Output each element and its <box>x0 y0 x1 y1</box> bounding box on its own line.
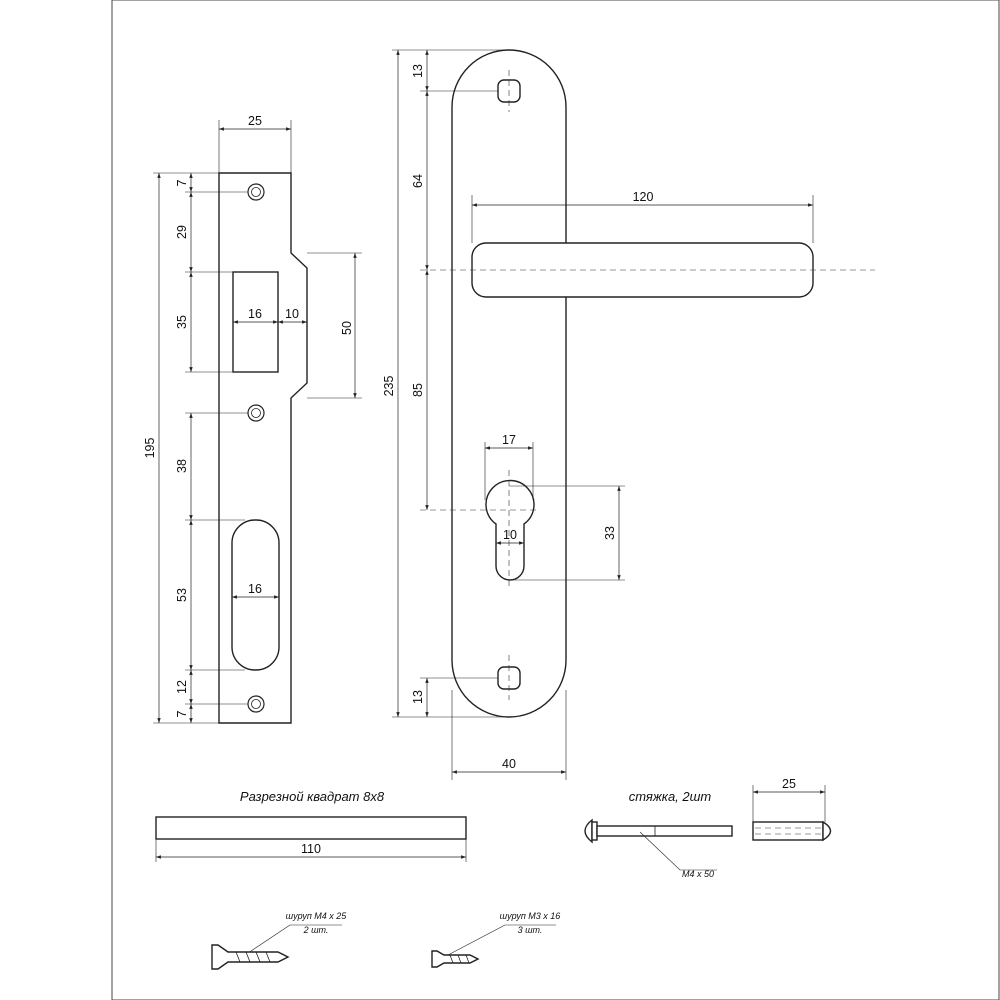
dim-strike-slot-height: 53 <box>175 588 189 602</box>
strike-plate-dimensions: 25 7 29 35 38 53 12 7 195 16 10 <box>143 114 362 724</box>
dim-esc-bottom-hole: 13 <box>411 690 425 704</box>
tie-bolt-sleeve-head <box>822 820 832 842</box>
tie-bolt: стяжка, 2шт M4 x 50 25 <box>584 777 832 879</box>
tie-bolt-thread-label: M4 x 50 <box>682 869 714 879</box>
dim-strike-width: 25 <box>248 114 262 128</box>
dim-esc-cylinder-height: 33 <box>603 526 617 540</box>
dim-strike-window-height: 35 <box>175 315 189 329</box>
dim-strike-window-to-edge: 10 <box>285 307 299 321</box>
strike-top-hole <box>247 183 265 201</box>
dim-esc-cylinder-pin: 10 <box>503 528 517 542</box>
screw-m4-leader <box>247 924 291 954</box>
tie-bolt-caption: стяжка, 2шт <box>629 789 712 804</box>
strike-bottom-hole-inner <box>251 699 261 709</box>
strike-mid-hole <box>247 404 265 422</box>
dim-esc-plate-width: 40 <box>502 757 516 771</box>
strike-mid-hole-inner <box>251 408 261 418</box>
dim-esc-handle-length: 120 <box>633 190 654 204</box>
dim-esc-overall: 235 <box>382 376 396 397</box>
dim-strike-slot-to-hole: 12 <box>175 680 189 694</box>
escutcheon-dimensions: 13 64 85 13 235 120 17 10 33 <box>382 49 814 780</box>
escutcheon-plate <box>451 49 567 718</box>
spindle-caption: Разрезной квадрат 8х8 <box>240 789 385 804</box>
dim-esc-top-hole: 13 <box>411 64 425 78</box>
dim-strike-hole-bottom: 7 <box>175 710 189 717</box>
dim-esc-cylinder-width: 17 <box>502 433 516 447</box>
dim-esc-hole-to-handle: 64 <box>411 174 425 188</box>
tie-bolt-sleeve <box>752 821 824 841</box>
escutcheon <box>451 49 814 718</box>
dim-strike-overall: 195 <box>143 438 157 459</box>
tie-bolt-shank <box>596 825 733 837</box>
sheet-border <box>111 0 1000 1000</box>
dim-strike-hole-top: 7 <box>175 179 189 186</box>
screw-m3-body <box>431 950 480 968</box>
screw-m4-body <box>211 944 290 970</box>
dim-strike-window-width: 16 <box>248 307 262 321</box>
bolt-slot <box>231 519 280 671</box>
dim-esc-handle-to-cylinder: 85 <box>411 383 425 397</box>
screw-m3: шуруп М3 х 16 3 шт. <box>431 911 561 968</box>
strike-top-hole-inner <box>251 187 261 197</box>
screw-m3-leader <box>447 924 506 956</box>
screw-m4-qty: 2 шт. <box>303 925 329 935</box>
tie-bolt-head <box>584 818 593 844</box>
spindle: Разрезной квадрат 8х8 110 <box>155 789 467 862</box>
dim-strike-to-slot: 38 <box>175 459 189 473</box>
dim-strike-slot-width: 16 <box>248 582 262 596</box>
screw-m4: шуруп М4 х 25 2 шт. <box>211 911 348 970</box>
escutcheon-center-lines <box>420 70 875 700</box>
screw-m4-label: шуруп М4 х 25 <box>286 911 348 921</box>
screw-m3-qty: 3 шт. <box>518 925 543 935</box>
screw-m3-label: шуруп М3 х 16 <box>500 911 561 921</box>
dim-sleeve-length: 25 <box>782 777 796 791</box>
tie-bolt-leader <box>639 831 717 871</box>
spindle-bar <box>155 816 467 840</box>
strike-plate <box>218 172 308 724</box>
dim-strike-to-window: 29 <box>175 225 189 239</box>
strike-bottom-hole <box>247 695 265 713</box>
tie-bolt-collar <box>591 821 598 841</box>
dim-spindle-length: 110 <box>301 842 321 856</box>
cylinder-hole <box>485 479 535 581</box>
dim-strike-tongue: 50 <box>340 321 354 335</box>
